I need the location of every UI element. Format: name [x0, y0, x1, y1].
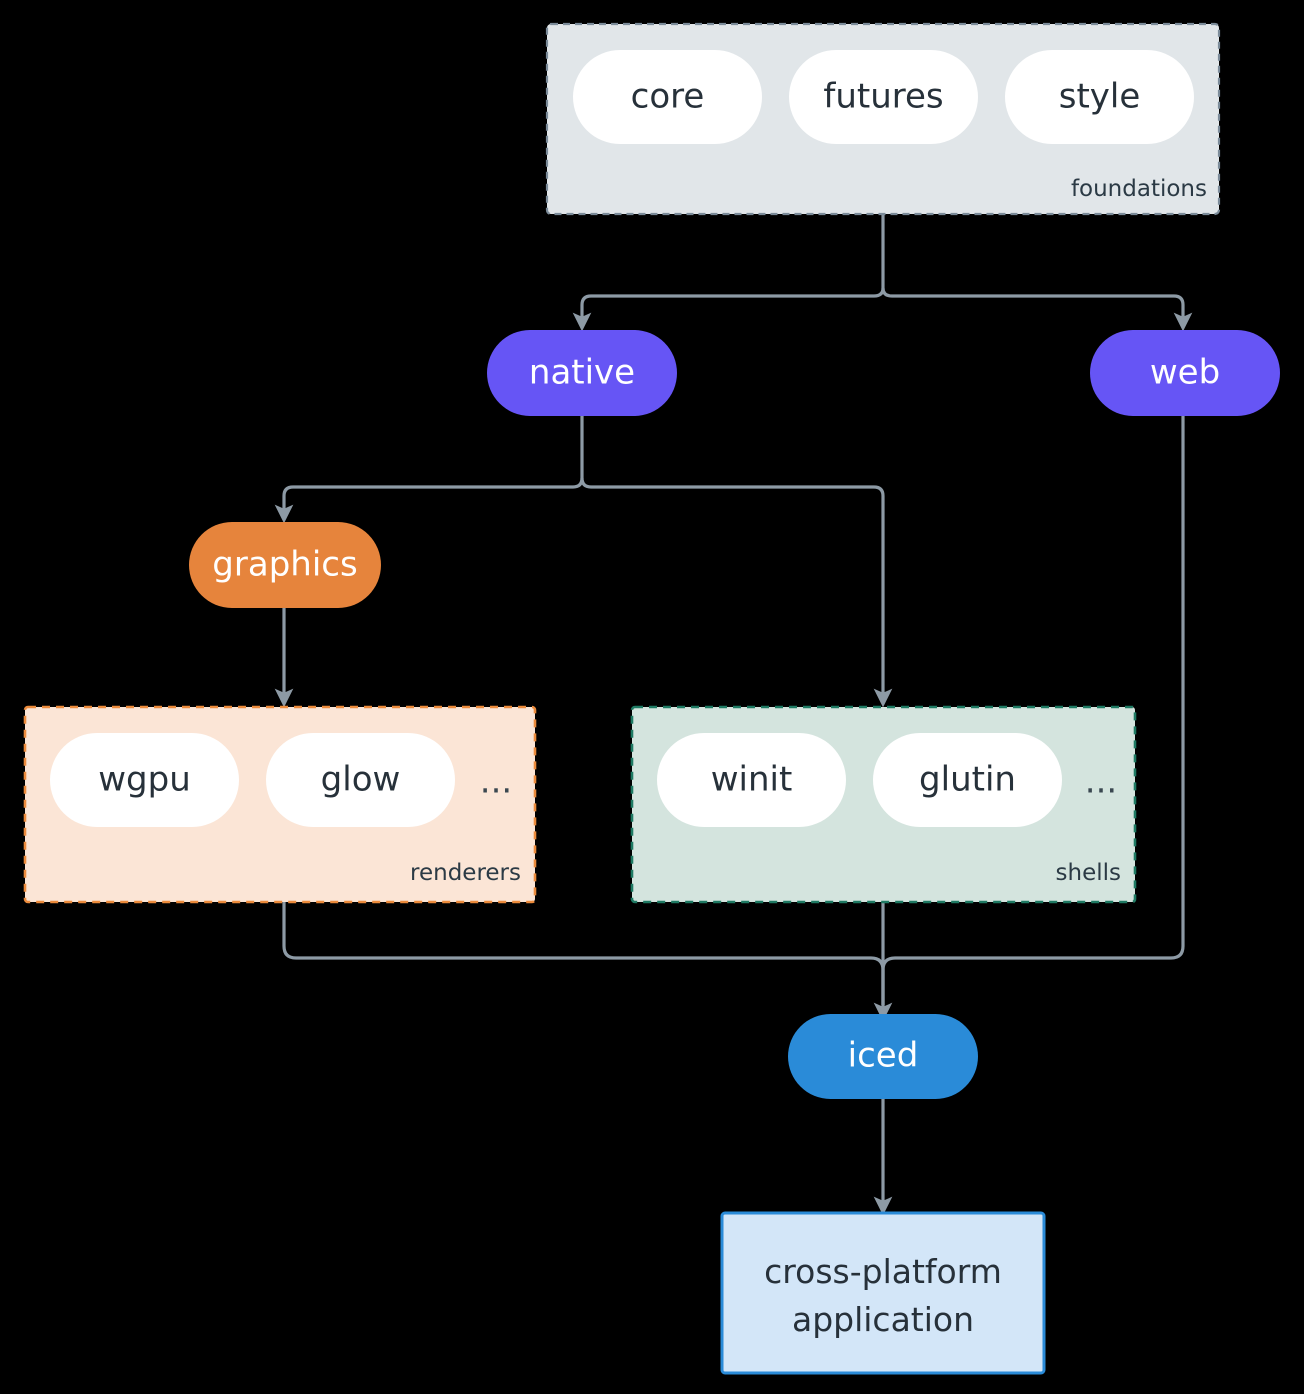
pill-style-label: style [1059, 77, 1141, 117]
node-native[interactable]: native [487, 330, 677, 416]
node-web-label: web [1150, 353, 1220, 393]
edge-renderers-to-iced [282, 902, 885, 1005]
shells-ellipsis: ... [1085, 762, 1117, 802]
edge-layer [274, 214, 1193, 1216]
application-box[interactable] [720, 1211, 1046, 1375]
node-graphics-shape[interactable] [189, 522, 381, 608]
node-native-label: native [529, 353, 635, 393]
node-cross-platform-application[interactable]: cross-platform application [720, 1211, 1046, 1375]
pill-glow[interactable] [266, 733, 455, 827]
edge-native-to-shells [580, 477, 893, 708]
node-web-shape[interactable] [1090, 330, 1280, 416]
edge-foundations-to-native [572, 287, 885, 332]
group-shells: winit glutin ... shells [630, 705, 1137, 904]
node-iced[interactable]: iced [788, 1014, 978, 1099]
pill-wgpu[interactable] [50, 733, 239, 827]
pill-style[interactable] [1005, 50, 1194, 144]
application-label-line1: cross-platform [764, 1252, 1002, 1291]
node-iced-label: iced [848, 1036, 919, 1076]
shells-group-label: shells [1056, 860, 1121, 886]
edge-foundations-to-web [881, 287, 1193, 332]
edge-web-to-iced [881, 415, 1185, 1005]
pill-winit[interactable] [657, 733, 846, 827]
foundations-group-label: foundations [1071, 176, 1207, 202]
group-foundations: core futures style foundations [545, 22, 1221, 216]
pill-glow-label: glow [321, 760, 401, 800]
pill-glutin-label: glutin [919, 760, 1016, 800]
pill-core[interactable] [573, 50, 762, 144]
node-iced-shape[interactable] [788, 1014, 978, 1099]
edge-native-to-graphics [274, 477, 584, 524]
pill-glutin[interactable] [873, 733, 1062, 827]
pill-futures-label: futures [823, 77, 943, 117]
application-label-line2: application [792, 1300, 974, 1339]
pill-futures[interactable] [789, 50, 978, 144]
group-renderers: wgpu glow ... renderers [23, 705, 537, 904]
pill-wgpu-label: wgpu [98, 760, 191, 800]
pill-core-label: core [631, 77, 705, 117]
node-graphics[interactable]: graphics [189, 522, 381, 608]
node-web[interactable]: web [1090, 330, 1280, 416]
node-native-shape[interactable] [487, 330, 677, 416]
renderers-ellipsis: ... [480, 762, 512, 802]
node-graphics-label: graphics [212, 545, 357, 585]
renderers-group-label: renderers [410, 860, 521, 886]
pill-winit-label: winit [711, 760, 793, 800]
